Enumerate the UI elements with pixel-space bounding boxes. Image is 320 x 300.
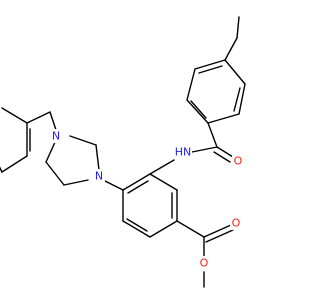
atom-label-amide-nh: HN xyxy=(174,145,192,159)
ester-carbonyl-oxygen-label: O xyxy=(232,217,241,230)
benzyl-group xyxy=(0,107,57,173)
amide-nh-label: HN xyxy=(175,146,192,159)
central-benzene-ring xyxy=(122,173,178,238)
ethyl-group xyxy=(224,16,240,61)
amide-oxygen-label: O xyxy=(234,155,243,168)
atom-label-ester-carbonyl-o: O xyxy=(230,216,242,230)
methyl-ester-group xyxy=(176,220,234,288)
atom-label-piperazine-n-aryl: N xyxy=(93,169,105,183)
piperazine-ring xyxy=(45,135,124,191)
ethylphenyl-ring xyxy=(186,59,246,124)
atom-label-piperazine-n-benzyl: N xyxy=(50,129,62,143)
ester-ether-oxygen-label: O xyxy=(200,257,209,270)
piperazine-n-aryl-label: N xyxy=(95,170,103,183)
molecule-structure-diagram: HN O N N O O xyxy=(0,16,246,288)
amide-group xyxy=(149,122,234,175)
piperazine-n-benzyl-label: N xyxy=(52,130,60,143)
atom-label-ester-ether-o: O xyxy=(198,256,210,270)
atom-label-amide-o: O xyxy=(232,154,244,168)
